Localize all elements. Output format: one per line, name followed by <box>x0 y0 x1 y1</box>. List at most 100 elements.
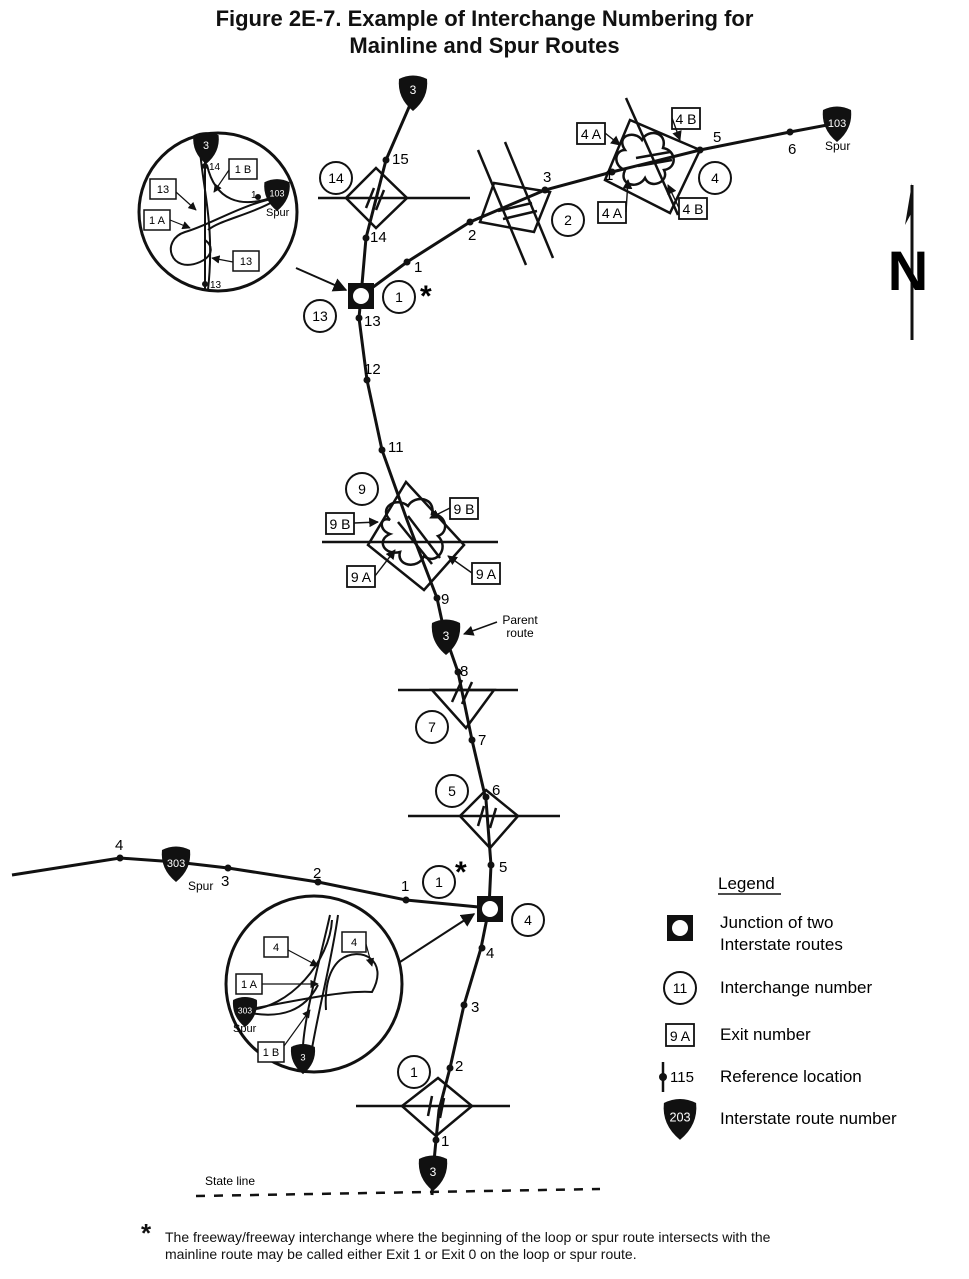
legend-interchange-sample: 11 <box>673 980 688 996</box>
reference-label: 2 <box>313 865 321 882</box>
reference-dot <box>224 864 232 872</box>
north-arrow: N <box>888 183 928 340</box>
svg-text:3: 3 <box>443 629 450 643</box>
interchange-circle-i4 <box>511 903 545 937</box>
reference-dot <box>363 376 371 384</box>
reference-dot <box>541 186 549 194</box>
exit-arrow-e4a_bot <box>622 179 633 213</box>
title-line-2: Mainline and Spur Routes <box>349 33 620 58</box>
interchange-number-i2top: 2 <box>564 212 572 228</box>
svg-text:1 A: 1 A <box>149 215 166 227</box>
footnote-line-2: mainline route may be called either Exit… <box>165 1246 637 1262</box>
state-line-label: State line <box>205 1174 255 1188</box>
exit-number-e9a_left: 9 A <box>351 569 372 585</box>
reference-label: 2 <box>455 1058 463 1075</box>
legend-junction-label-2: Interstate routes <box>720 935 843 954</box>
exit-box-e9a_right <box>471 562 501 585</box>
svg-text:13: 13 <box>157 184 169 196</box>
exit-box-e4a_bot <box>597 201 627 224</box>
reference-location-dots <box>116 128 794 1144</box>
exit-box-e9b_left <box>325 512 355 535</box>
svg-text:Spur: Spur <box>266 207 290 219</box>
interchange-number-i4top: 4 <box>711 170 719 186</box>
exit-arrow-e9a_left <box>374 549 396 577</box>
svg-text:203: 203 <box>669 1110 690 1124</box>
interchange-5-diamond <box>408 788 560 850</box>
reference-label: 1 <box>401 878 409 895</box>
reference-dot <box>382 156 390 164</box>
reference-label: 4 <box>486 945 494 962</box>
reference-label: 5 <box>499 859 507 876</box>
inset-bottom: 303 Spur 3 4 4 1 A 1 B <box>224 894 404 1075</box>
reference-dot <box>446 1064 454 1072</box>
exit-number-e9b_left: 9 B <box>329 516 350 532</box>
reference-dot <box>468 736 476 744</box>
exit-number-e4a_bot: 4 A <box>602 205 623 221</box>
title-line-1: Figure 2E-7. Example of Interchange Numb… <box>215 6 754 31</box>
asterisk-bottom: * <box>455 856 467 889</box>
interchange-number-i14: 14 <box>328 170 344 186</box>
footnote: * The freeway/freeway interchange where … <box>141 1220 925 1263</box>
svg-text:4: 4 <box>351 937 357 949</box>
reference-dot <box>786 128 794 136</box>
legend-shield: 203 <box>663 1099 697 1140</box>
reference-label: 12 <box>364 361 381 378</box>
reference-dot <box>433 594 441 602</box>
reference-dot <box>116 854 124 862</box>
svg-text:4: 4 <box>273 942 279 954</box>
reference-dot <box>432 1136 440 1144</box>
reference-dot <box>478 944 486 952</box>
north-label: N <box>888 239 928 302</box>
exit-arrow-e9a_right <box>447 555 473 574</box>
reference-label: 5 <box>713 129 721 146</box>
reference-label: 13 <box>364 313 381 330</box>
reference-dot <box>403 258 411 266</box>
interchange-circle-i13 <box>303 299 337 333</box>
interchange-number-i5: 5 <box>448 783 456 799</box>
junction-marker-top <box>348 283 374 309</box>
reference-dot <box>362 234 370 242</box>
legend-junction-icon <box>667 915 693 941</box>
junction-marker-bottom <box>477 896 503 922</box>
reference-dot <box>314 878 322 886</box>
interchange-circle-i4top <box>698 161 732 195</box>
asterisk-top: * <box>420 280 432 313</box>
legend-junction-label-1: Junction of two <box>720 913 833 932</box>
state-line <box>195 1187 601 1198</box>
svg-text:303: 303 <box>167 858 185 870</box>
interchange-number-i7: 7 <box>428 719 436 735</box>
interchange-circle-i1bottom <box>397 1055 431 1089</box>
legend-ref-label: Reference location <box>720 1067 862 1086</box>
interchange-2-diamond <box>476 141 555 266</box>
exit-box-e4b_bot <box>678 197 708 220</box>
reference-dot <box>402 896 410 904</box>
svg-text:1 A: 1 A <box>241 979 258 991</box>
reference-label: 11 <box>388 439 404 456</box>
reference-label: 1 <box>414 259 422 276</box>
exit-arrow-e9b_right <box>429 507 451 519</box>
interchange-circle-i7 <box>415 710 449 744</box>
interchange-number-i9: 9 <box>358 481 366 497</box>
legend-ref-sample: 115 <box>670 1069 694 1086</box>
shield-spur-103: 103 <box>822 106 852 142</box>
shield-top-3: 3 <box>398 75 428 111</box>
svg-text:1 B: 1 B <box>235 164 252 176</box>
svg-text:3: 3 <box>410 83 417 97</box>
legend-exit-label: Exit number <box>720 1025 811 1044</box>
interchange-circle-i14 <box>319 161 353 195</box>
inset-top: 3 103 Spur 14 13 1 13 1 A 1 B 13 <box>137 131 299 293</box>
parent-route-label-2: route <box>506 626 534 640</box>
reference-dot <box>466 218 474 226</box>
reference-dot <box>482 793 490 801</box>
exit-number-e9a_right: 9 A <box>476 566 497 582</box>
svg-text:3: 3 <box>300 1053 305 1063</box>
spur-103-label: Spur <box>825 139 850 153</box>
interchange-circle-i1west <box>422 865 456 899</box>
svg-text:13: 13 <box>240 256 252 268</box>
exit-arrow-e4b_top <box>671 117 682 141</box>
svg-text:1 B: 1 B <box>263 1047 280 1059</box>
interchange-4-cloverleaf <box>603 97 702 216</box>
